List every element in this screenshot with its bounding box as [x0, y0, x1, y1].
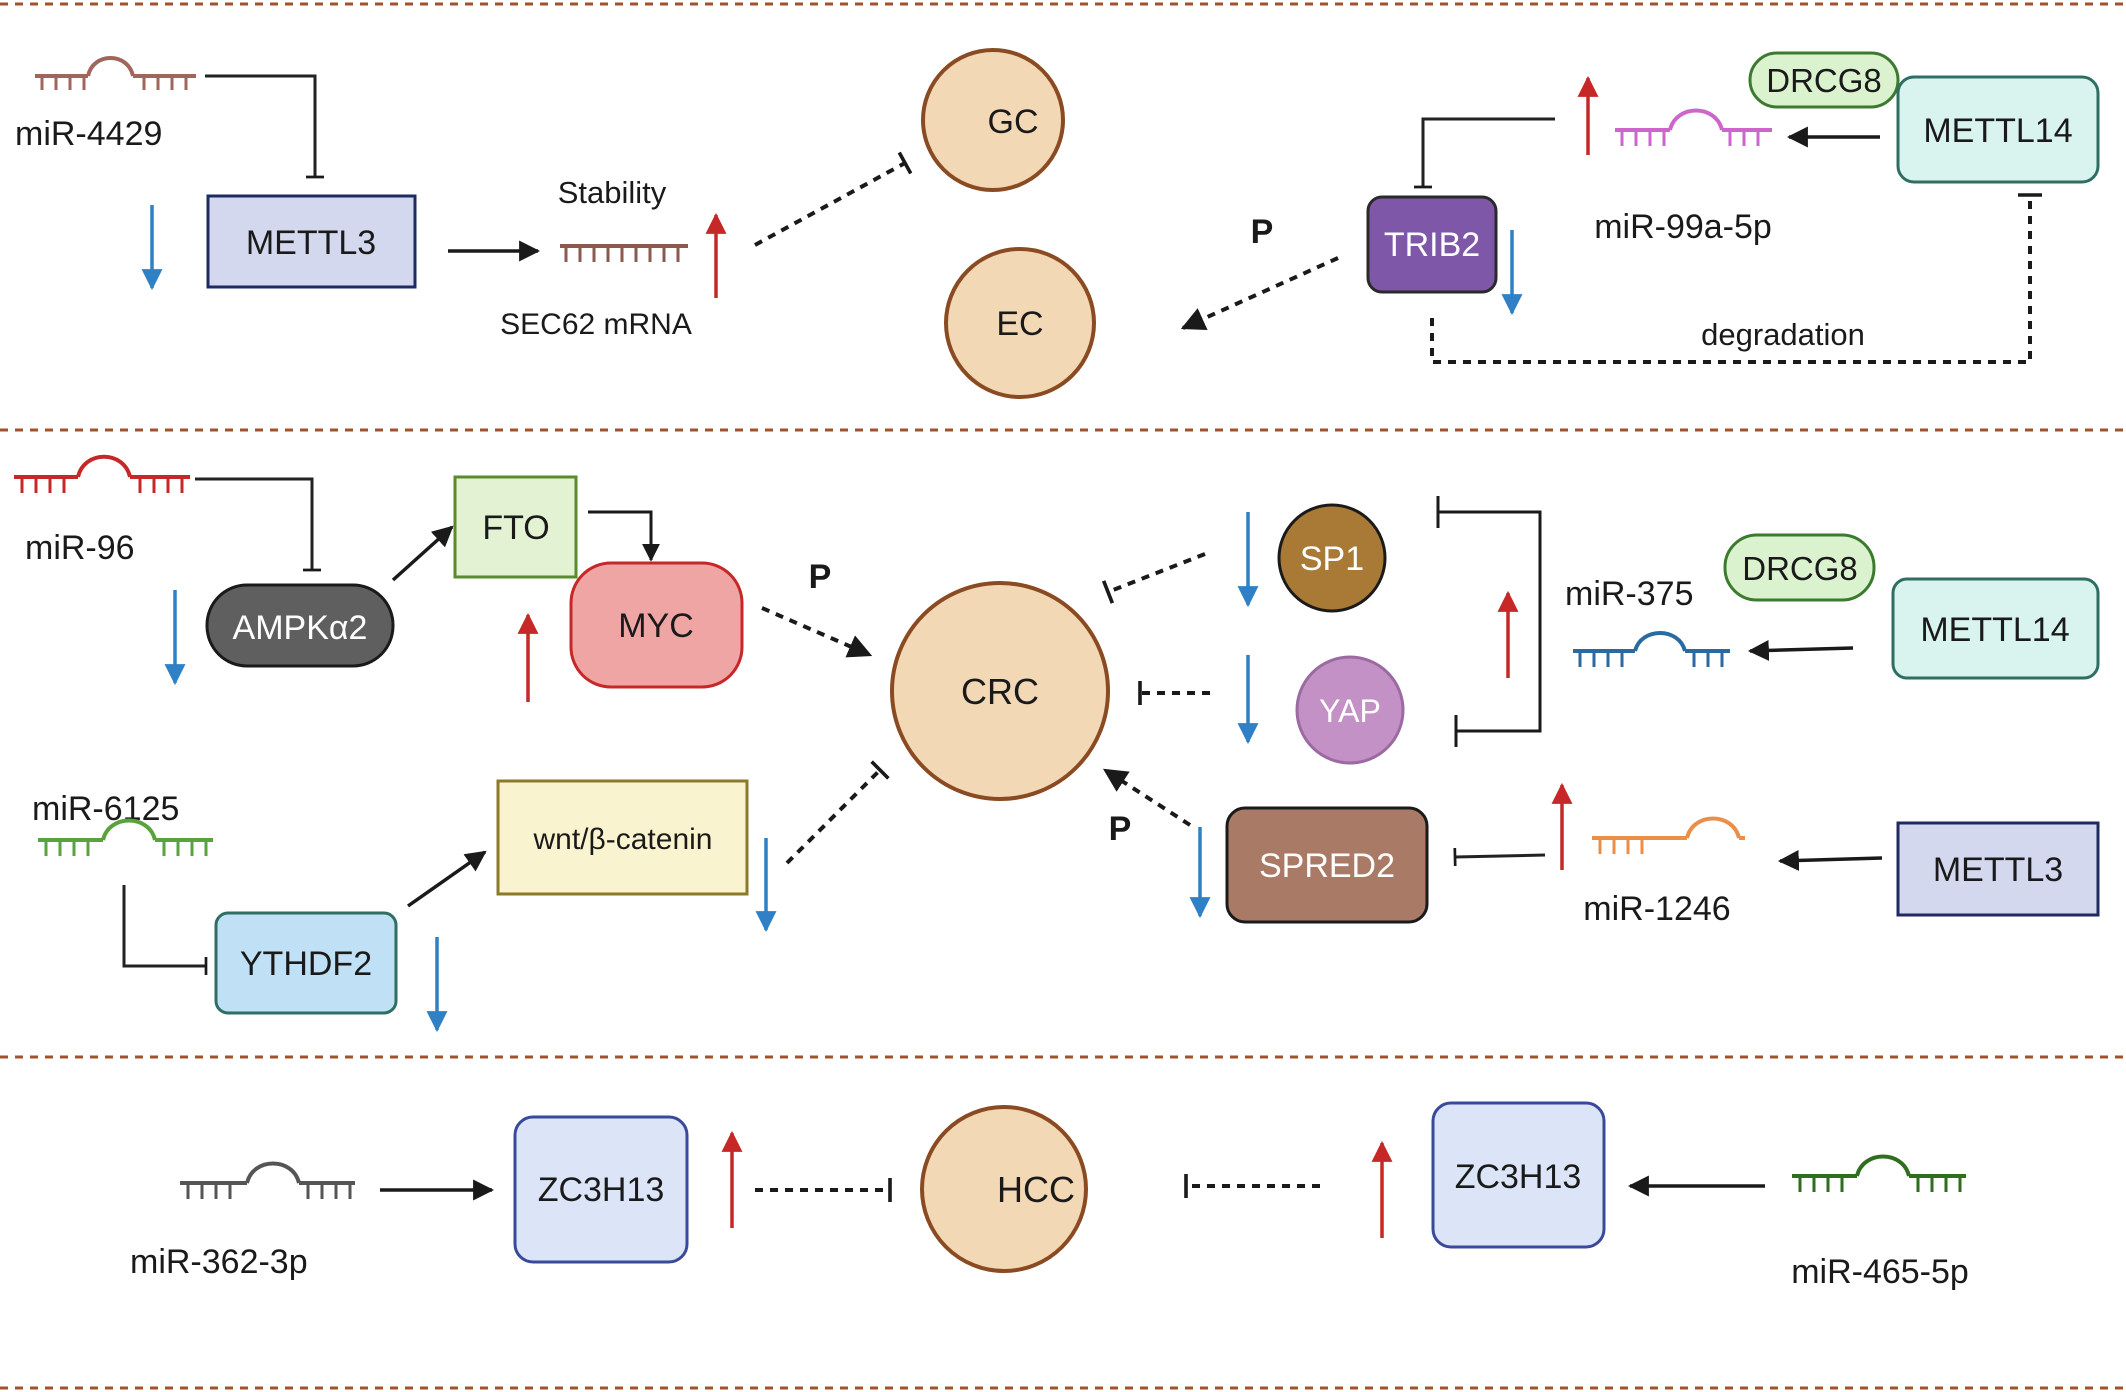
inhibition-mir96-ampk: [195, 477, 321, 572]
label-sp1: SP1: [1300, 540, 1364, 578]
label-mir-375: miR-375: [1565, 575, 1693, 613]
mirna-hairpin-icon: [1592, 816, 1745, 854]
mrna-strand-icon: [560, 244, 688, 262]
arrow-spred2-crc: [1102, 768, 1192, 827]
inhibition-wnt-crc: [785, 760, 890, 865]
label-ythdf2: YTHDF2: [240, 945, 372, 983]
label-mir-99a-5p: miR-99a-5p: [1594, 208, 1772, 246]
label-degradation: degradation: [1701, 317, 1865, 352]
label-trib2: TRIB2: [1384, 226, 1480, 264]
node-mettl14-top: [1896, 75, 2100, 184]
node-wnt-beta-catenin: [496, 779, 749, 896]
label-mir-465-5p: miR-465-5p: [1791, 1253, 1969, 1291]
arrow-mettl14-mir375: [1747, 639, 1854, 661]
node-hcc: [920, 1105, 1088, 1273]
node-gc: [921, 48, 1065, 192]
arrow-fto-myc: [588, 510, 660, 562]
node-yap: [1295, 655, 1405, 765]
node-mettl3-middle: [1896, 821, 2100, 917]
label-ampk-alpha2: AMPKα2: [233, 609, 368, 647]
node-drcg8-middle: [1723, 533, 1876, 602]
label-sec62-mrna: SEC62 mRNA: [500, 308, 692, 341]
label-mettl3-top: METTL3: [246, 224, 376, 262]
label-phospho-top: P: [1251, 213, 1274, 251]
label-phospho-spred2: P: [1109, 810, 1132, 848]
label-mir-362-3p: miR-362-3p: [130, 1243, 308, 1281]
label-gc: GC: [988, 103, 1039, 141]
arrow-myc-crc: [761, 606, 873, 658]
label-wnt-beta-catenin: wnt/β-catenin: [532, 823, 712, 856]
label-mir-96: miR-96: [25, 529, 135, 567]
node-trib2: [1366, 195, 1498, 294]
label-drcg8-top: DRCG8: [1766, 62, 1882, 99]
label-mir-4429: miR-4429: [15, 115, 162, 153]
label-zc3h13-left: ZC3H13: [538, 1171, 665, 1209]
inhibition-mir375-sp1-yap: [1437, 510, 1542, 733]
arrow-mettl3-mir1246: [1777, 849, 1883, 871]
degradation-trib2-mettl14: [1430, 193, 2042, 364]
label-zc3h13-right: ZC3H13: [1455, 1158, 1582, 1196]
label-phospho-myc: P: [809, 558, 832, 596]
node-spred2: [1225, 806, 1429, 924]
mirna-hairpin-icon: [1615, 108, 1772, 146]
arrow-ampk-fto: [391, 525, 454, 582]
node-ec: [944, 247, 1096, 399]
label-crc: CRC: [961, 671, 1039, 712]
label-mettl14-top: METTL14: [1923, 112, 2072, 150]
panel-gastric-esophageal: miR-4429 METTL3 Stability SEC62 mRNA GC …: [15, 48, 2100, 399]
node-ampk-alpha2: [205, 583, 395, 668]
inhibition-mir1246-spred2: [1453, 847, 1546, 867]
node-mettl3-top: [206, 194, 417, 289]
label-hcc: HCC: [997, 1169, 1075, 1210]
node-ythdf2: [214, 911, 398, 1015]
mirna-hairpin-icon: [1792, 1154, 1966, 1192]
label-mir-1246: miR-1246: [1583, 890, 1730, 928]
panel-colorectal: miR-96 AMPKα2 FTO MYC P CRC miR-6125: [14, 454, 2100, 1033]
node-drcg8-top: [1748, 51, 1900, 109]
node-sp1: [1277, 503, 1387, 613]
panel-hepatocellular: miR-362-3p ZC3H13 HCC ZC3H13 miR-465-5p: [130, 1101, 1969, 1291]
label-yap: YAP: [1319, 693, 1381, 729]
label-mettl3-middle: METTL3: [1933, 851, 2063, 889]
node-zc3h13-right: [1431, 1101, 1606, 1249]
label-myc: MYC: [618, 607, 694, 645]
label-stability: Stability: [558, 175, 667, 210]
inhibition-sp1-crc: [1101, 552, 1206, 604]
inhibition-mir6125-ythdf2: [122, 885, 208, 975]
inhibition-mir99a-trib2: [1414, 117, 1555, 189]
arrow-trib2-ec: [1180, 256, 1339, 331]
label-ec: EC: [996, 305, 1043, 343]
arrow-ythdf2-wnt: [406, 850, 487, 908]
node-crc: [890, 581, 1110, 801]
label-mettl14-middle: METTL14: [1920, 611, 2069, 649]
node-fto: [453, 475, 578, 579]
mirna-hairpin-icon: [14, 454, 190, 493]
inhibition-sec62-gc: [754, 151, 913, 247]
label-fto: FTO: [482, 509, 549, 547]
node-myc: [569, 561, 744, 689]
node-mettl14-middle: [1891, 577, 2100, 680]
label-spred2: SPRED2: [1259, 847, 1395, 885]
node-zc3h13-left: [513, 1115, 689, 1264]
mirna-hairpin-icon: [35, 56, 196, 90]
mirna-hairpin-icon: [38, 818, 213, 856]
inhibition-mir4429-mettl3: [205, 74, 324, 179]
label-mir-6125: miR-6125: [32, 790, 179, 828]
mirna-hairpin-icon: [1573, 631, 1730, 667]
mirna-hairpin-icon: [180, 1161, 355, 1199]
label-drcg8-middle: DRCG8: [1742, 550, 1858, 587]
